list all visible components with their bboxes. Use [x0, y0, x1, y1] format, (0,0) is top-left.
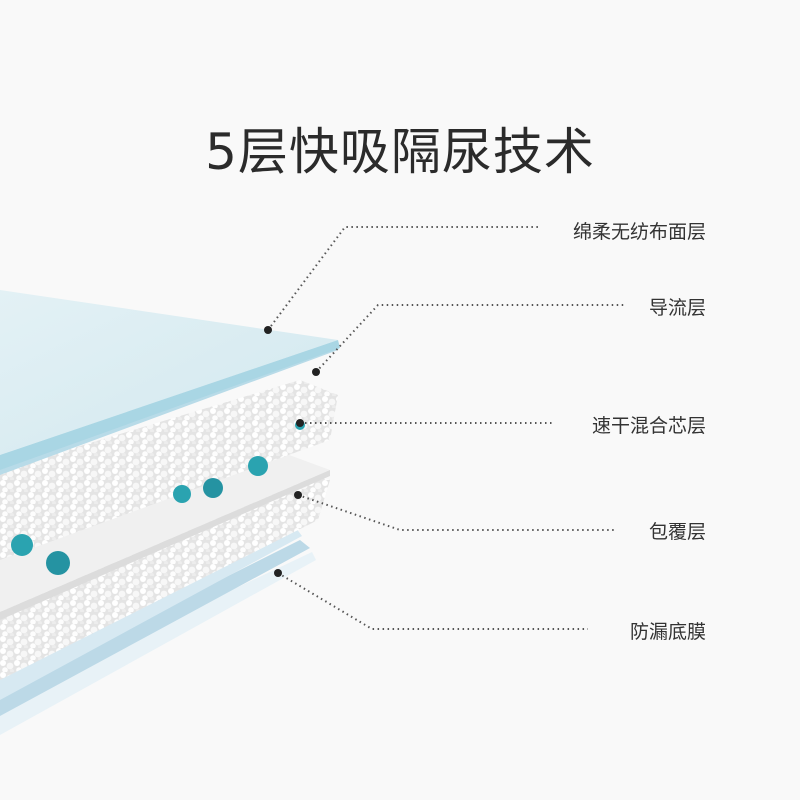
wrapping-layer	[0, 445, 330, 620]
upper-absorbent-core	[0, 380, 338, 560]
layer-label-bottom-film: 防漏底膜	[629, 621, 706, 643]
layer-label-wrapping: 包覆层	[648, 521, 706, 543]
absorbent-beads	[11, 420, 305, 575]
lower-absorbent-core	[0, 470, 330, 680]
layer-label-top-sheet: 绵柔无纺布面层	[572, 221, 706, 243]
layer-label-distribution: 导流层	[648, 297, 706, 319]
leader-dots	[264, 326, 320, 577]
leader-lines	[267, 226, 625, 630]
leakproof-bottom-film	[0, 528, 316, 735]
layer-label-core: 速干混合芯层	[591, 415, 706, 437]
soft-nonwoven-top-sheet	[0, 290, 340, 470]
page-title: 5层快吸隔尿技术	[205, 123, 595, 181]
